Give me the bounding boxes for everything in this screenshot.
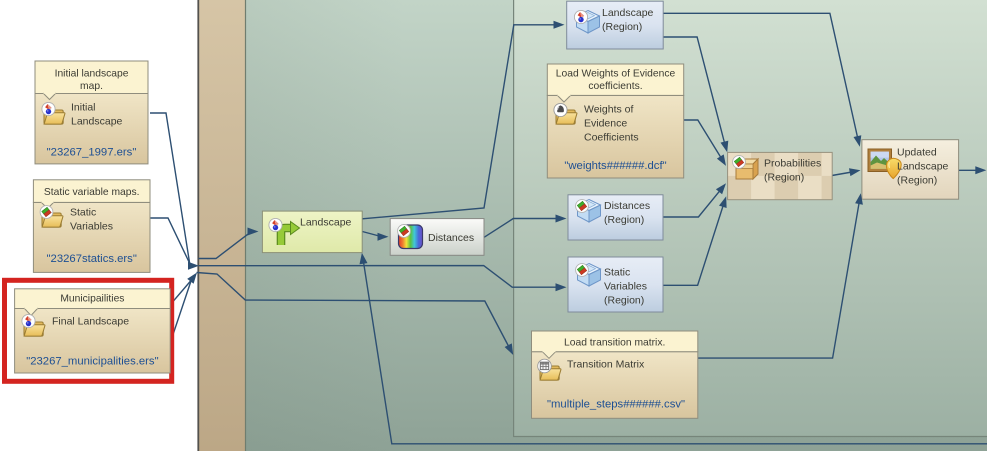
- svg-text:(Region): (Region): [764, 172, 804, 184]
- svg-text:Load Weights of Evidence: Load Weights of Evidence: [556, 69, 676, 80]
- svg-text:Updated: Updated: [897, 146, 937, 158]
- svg-text:"23267_municipalities.ers": "23267_municipalities.ers": [26, 355, 158, 367]
- svg-text:coefficients.: coefficients.: [588, 81, 642, 92]
- svg-text:Probabilities: Probabilities: [764, 158, 821, 170]
- svg-text:Landscape: Landscape: [71, 116, 123, 128]
- svg-text:Landscape: Landscape: [300, 216, 352, 228]
- svg-text:(Region): (Region): [604, 214, 644, 226]
- svg-text:"multiple_steps######.csv": "multiple_steps######.csv": [547, 399, 685, 411]
- svg-text:Landscape: Landscape: [897, 160, 949, 172]
- svg-text:"weights######.dcf": "weights######.dcf": [564, 160, 666, 172]
- svg-text:Final Landscape: Final Landscape: [52, 316, 129, 328]
- svg-text:Evidence: Evidence: [584, 117, 627, 129]
- svg-text:Transition Matrix: Transition Matrix: [567, 359, 645, 371]
- svg-text:Static variable maps.: Static variable maps.: [44, 187, 140, 198]
- svg-text:Distances: Distances: [604, 200, 650, 212]
- svg-text:Weights of: Weights of: [584, 103, 633, 115]
- svg-text:"23267_1997.ers": "23267_1997.ers": [47, 147, 137, 159]
- svg-text:Municipailities: Municipailities: [60, 294, 124, 305]
- svg-text:map.: map.: [80, 81, 103, 92]
- svg-text:(Region): (Region): [604, 294, 644, 306]
- svg-text:"23267statics.ers": "23267statics.ers": [47, 253, 137, 265]
- svg-text:Variables: Variables: [604, 280, 647, 292]
- svg-text:Landscape: Landscape: [602, 7, 654, 19]
- svg-text:(Region): (Region): [602, 21, 642, 33]
- svg-text:Variables: Variables: [70, 220, 113, 232]
- svg-text:(Region): (Region): [897, 174, 937, 186]
- svg-text:Initial: Initial: [71, 102, 96, 114]
- svg-text:Static: Static: [604, 266, 630, 278]
- svg-text:Distances: Distances: [428, 232, 474, 244]
- svg-text:Load transition matrix.: Load transition matrix.: [564, 338, 665, 349]
- svg-text:Static: Static: [70, 206, 96, 218]
- svg-text:Initial landscape: Initial landscape: [55, 69, 129, 80]
- svg-text:Coefficients: Coefficients: [584, 131, 639, 143]
